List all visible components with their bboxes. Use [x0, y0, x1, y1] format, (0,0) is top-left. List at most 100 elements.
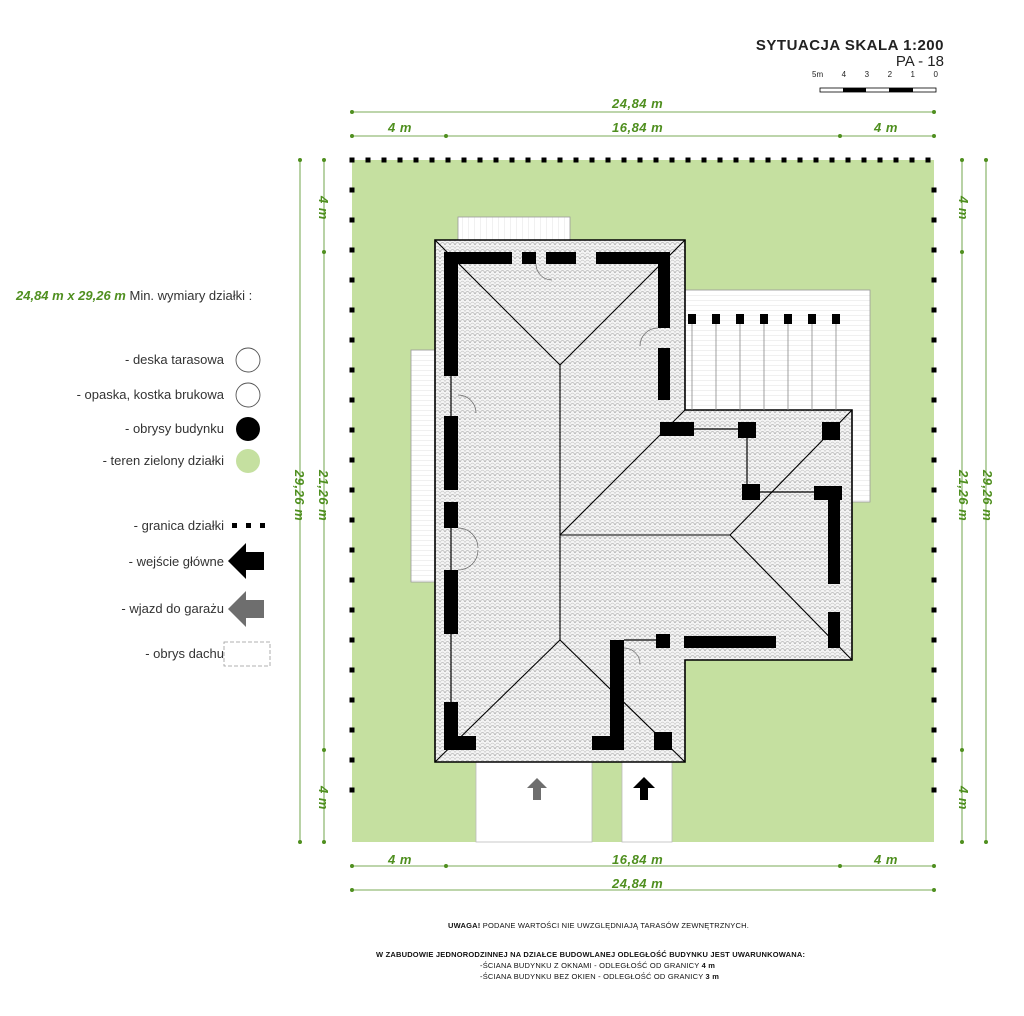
boundary-dot — [931, 787, 937, 793]
dim-left-mid: 21,26 m — [316, 470, 331, 522]
boundary-dot — [931, 307, 937, 313]
boundary-dot — [509, 157, 515, 163]
boundary-dot — [931, 457, 937, 463]
scale-tick: 2 — [887, 70, 893, 79]
boundary-dot — [931, 667, 937, 673]
boundary-dot — [429, 157, 435, 163]
legend-item-garage-entry: - wjazd do garażu — [121, 601, 224, 616]
boundary-dot — [349, 307, 355, 313]
note-rule-line1-value: 4 m — [701, 961, 716, 970]
boundary-dot — [445, 157, 451, 163]
boundary-dot — [877, 157, 883, 163]
boundary-dot — [717, 157, 723, 163]
dim-left-bottom: 4 m — [316, 786, 331, 810]
dim-bottom-mid: 16,84 m — [612, 852, 664, 867]
pergola-beams — [688, 314, 840, 410]
boundary-dot — [637, 157, 643, 163]
boundary-dot — [931, 187, 937, 193]
legend-item-main-entrance: - wejście główne — [128, 554, 224, 569]
boundary-dot — [349, 607, 355, 613]
garage-entry-arrow — [527, 778, 547, 800]
legend-item-roof-outline: - obrys dachu — [145, 646, 224, 661]
boundary-dot — [461, 157, 467, 163]
dim-top-total: 24,84 m — [612, 96, 664, 111]
dim-right-top: 4 m — [956, 196, 971, 220]
boundary-dot — [797, 157, 803, 163]
note-rule-title-text: W ZABUDOWIE JEDNORODZINNEJ NA DZIAŁCE BU… — [376, 950, 806, 959]
boundary-dot — [931, 727, 937, 733]
note-rule-line2: -ŚCIANA BUDYNKU BEZ OKIEN - ODLEGŁOŚĆ OD… — [480, 972, 719, 981]
boundary-dot — [349, 667, 355, 673]
garage-driveway — [475, 761, 593, 843]
boundary-dot — [931, 547, 937, 553]
boundary-dot — [349, 757, 355, 763]
legend-item-paving: - opaska, kostka brukowa — [76, 387, 224, 402]
boundary-dot — [413, 157, 419, 163]
min-plot-size: 24,84 m x 29,26 m Min. wymiary działki : — [16, 288, 252, 303]
boundary-dot — [621, 157, 627, 163]
boundary-dot — [349, 457, 355, 463]
wall-connectors — [450, 376, 814, 702]
note-uwaga-text: PODANE WARTOŚCI NIE UWZGLĘDNIAJĄ TARASÓW… — [480, 921, 749, 930]
scale-tick: 4 — [841, 70, 847, 79]
boundary-dot — [349, 487, 355, 493]
main-entry-arrow — [633, 777, 655, 800]
boundary-dot — [931, 397, 937, 403]
boundary-dot — [931, 487, 937, 493]
boundary-dot — [931, 217, 937, 223]
dim-bottom-left: 4 m — [388, 852, 412, 867]
boundary-dot — [349, 397, 355, 403]
drawing-title: SYTUACJA SKALA 1:200 — [755, 37, 944, 54]
legend-item-plot-boundary: - granica działki — [133, 518, 224, 533]
boundary-dot — [733, 157, 739, 163]
boundary-dot — [931, 697, 937, 703]
boundary-dot — [349, 247, 355, 253]
boundary-dot — [349, 217, 355, 223]
scale-tick: 5m — [812, 70, 824, 79]
boundary-dot — [765, 157, 771, 163]
boundary-dot — [365, 157, 371, 163]
project-code: PA - 18 — [895, 53, 944, 70]
boundary-dot — [349, 697, 355, 703]
boundary-dot — [813, 157, 819, 163]
note-rule-line1-text: -ŚCIANA BUDYNKU Z OKNAMI - ODLEGŁOŚĆ OD … — [480, 961, 702, 970]
boundary-dot — [931, 607, 937, 613]
note-rule-line2-value: 3 m — [705, 972, 720, 981]
dim-right-total: 29,26 m — [980, 470, 995, 522]
scale-tick: 1 — [910, 70, 915, 79]
min-plot-size-value: 24,84 m x 29,26 m — [16, 288, 126, 303]
dim-left-total: 29,26 m — [292, 470, 307, 522]
dim-top-mid: 16,84 m — [612, 120, 664, 135]
boundary-dot — [749, 157, 755, 163]
legend-swatches — [223, 347, 271, 667]
boundary-dot — [349, 787, 355, 793]
legend-item-green-area: - teren zielony działki — [102, 453, 224, 468]
scale-tick: 3 — [864, 70, 870, 79]
boundary-dot — [861, 157, 867, 163]
building-walls — [444, 252, 842, 750]
dim-top-left: 4 m — [388, 120, 412, 135]
boundary-dot — [349, 277, 355, 283]
scale-tick: 0 — [933, 70, 938, 79]
note-uwaga-bold: UWAGA! — [448, 921, 481, 930]
dim-bottom-right: 4 m — [874, 852, 898, 867]
boundary-dot — [349, 427, 355, 433]
door-swings — [457, 263, 659, 665]
boundary-dot — [605, 157, 611, 163]
boundary-dot — [349, 547, 355, 553]
dim-bottom-total: 24,84 m — [612, 876, 664, 891]
note-rule-line2-text: -ŚCIANA BUDYNKU BEZ OKIEN - ODLEGŁOŚĆ OD… — [480, 972, 706, 981]
dimension-lines — [297, 110, 989, 893]
boundary-dot — [349, 637, 355, 643]
boundary-dot — [685, 157, 691, 163]
boundary-dot — [781, 157, 787, 163]
dim-top-right: 4 m — [874, 120, 898, 135]
entrance-path — [621, 761, 673, 843]
boundary-dot — [893, 157, 899, 163]
boundary-dot — [931, 517, 937, 523]
boundary-dot — [925, 157, 931, 163]
boundary-dot — [349, 187, 355, 193]
boundary-dot — [669, 157, 675, 163]
boundary-dot — [349, 517, 355, 523]
